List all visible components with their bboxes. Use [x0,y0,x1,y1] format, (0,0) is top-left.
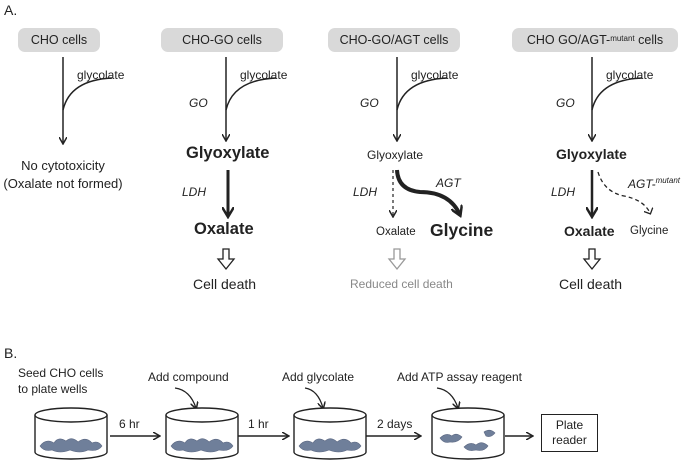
well-1 [34,407,108,460]
col1-glycolate: glycolate [77,68,125,82]
col1-outcome-line2: (Oxalate not formed) [3,176,123,191]
col2-ldh-label: LDH [182,185,207,199]
col3-glycolate: glycolate [411,68,459,82]
hollow-arrow [582,248,602,271]
col2-go-label: GO [189,96,208,110]
col3-glyoxylate: Glyoxylate [367,148,424,162]
hollow-arrow [387,248,407,271]
cells [298,438,362,453]
panel-a-label: A. [4,2,18,18]
panel-b-label: B. [4,345,18,361]
plate-reader-line1: Plate [555,418,584,432]
col2-glyoxylate: Glyoxylate [186,144,270,162]
col4-glycine: Glycine [630,225,669,237]
col2-arrows [216,57,277,271]
header-cho-go-cells: CHO-GO cells [161,28,283,52]
col4-glyoxylate: Glyoxylate [556,146,627,162]
plate-reader-line2: reader [552,433,587,447]
time-6hr: 6 hr [119,417,140,431]
col4-arrows [582,57,650,271]
col3-agt-label: AGT [436,176,461,190]
cells [170,438,234,453]
header-main-text: CHO GO/AGT- [526,33,611,47]
col3-ldh-label: LDH [353,185,378,199]
well-2 [165,407,239,460]
col3-arrows [387,57,460,271]
col3-glycine: Glycine [430,220,494,240]
header-cho-go-agt-mutant-cells: CHO GO/AGT-mutant cells [512,28,678,52]
header-cho-go-agt-cells: CHO-GO/AGT cells [328,28,460,52]
col2-glycolate: glycolate [240,68,288,82]
cells [439,433,463,443]
col4-glycolate: glycolate [606,68,654,82]
header-cho-cells: CHO cells [18,28,100,52]
col4-cell-death: Cell death [559,276,623,292]
col1-arrows [63,57,113,143]
time-1hr: 1 hr [248,417,269,431]
cells [483,429,496,437]
step1-line1: Seed CHO cells [18,366,104,380]
col4-ldh-label: LDH [551,185,576,199]
panel-b-graphics [34,387,532,460]
col2-oxalate: Oxalate [194,220,254,238]
plate-reader-box: Plate reader [541,414,598,452]
col3-go-label: GO [360,96,379,110]
col3-oxalate: Oxalate [376,226,416,238]
col4-agt-mutant-label: AGT-mutant [628,176,680,191]
step4-add-atp-reagent: Add ATP assay reagent [397,370,522,384]
col3-reduced-cell-death: Reduced cell death [350,277,453,291]
agt-main-text: AGT- [628,177,656,191]
header-tail-text: cells [634,33,664,47]
col4-go-label: GO [556,96,575,110]
col4-oxalate: Oxalate [564,223,615,239]
hollow-arrow [216,248,236,271]
well-4 [431,407,505,460]
step1-line2: to plate wells [18,382,88,396]
agt-sup-text: mutant [655,176,681,185]
time-2days: 2 days [377,417,413,431]
header-sup-text: mutant [610,33,635,43]
col2-cell-death: Cell death [193,276,257,292]
step3-add-glycolate: Add glycolate [282,370,355,384]
cells [463,442,489,451]
step2-add-compound: Add compound [148,370,229,384]
cells [39,438,103,453]
col1-outcome-line1: No cytotoxicity [21,158,105,173]
well-3 [293,407,367,460]
